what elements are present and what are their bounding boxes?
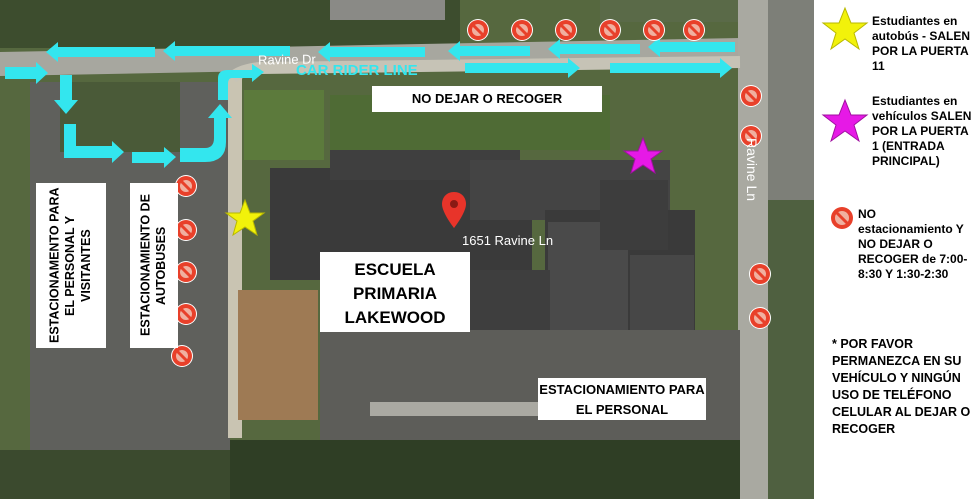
legend-car-text: Estudiantes en vehículos SALEN POR LA PU… [872,94,972,168]
parking-buses-label: ESTACIONAMIENTO DE AUTOBUSES [130,183,178,348]
location-pin-icon [442,192,466,228]
car-star-legend-icon [821,98,869,143]
car-exit-star-icon [622,136,664,175]
pin-address-label: 1651 Ravine Ln [462,233,554,248]
school-name-label: ESCUELA PRIMARIA LAKEWOOD [320,252,470,332]
bus-exit-star-icon [224,198,266,237]
legend-icons [821,6,869,229]
legend-no-parking-text: NO estacionamiento Y NO DEJAR O RECOGER … [858,207,968,281]
car-rider-line-label: CAR RIDER LINE [296,62,418,79]
map-background [0,0,814,499]
car-rider-arrows [5,37,735,168]
legend-note: * POR FAVOR PERMANEZCA EN SU VEHÍCULO Y … [832,337,971,436]
no-parking-legend-icon [831,207,853,229]
map-legend: Estudiantes en autobús - SALEN POR LA PU… [814,0,977,499]
parking-staff-label: ESTACIONAMIENTO PARA EL PERSONAL [538,378,706,420]
road-label-ravine-ln: Ravine Ln [744,138,760,202]
legend-bus-text: Estudiantes en autobús - SALEN POR LA PU… [872,14,970,73]
bus-star-legend-icon [821,6,869,51]
markers [224,136,664,237]
parking-staff-visitors-label: ESTACIONAMENTO PARA EL PERSONAL Y VISITA… [36,183,106,348]
no-drop-label: NO DEJAR O RECOGER [372,86,602,112]
aerial-map: Ravine Dr Ravine Ln CAR RIDER LINE 1651 … [0,0,814,499]
